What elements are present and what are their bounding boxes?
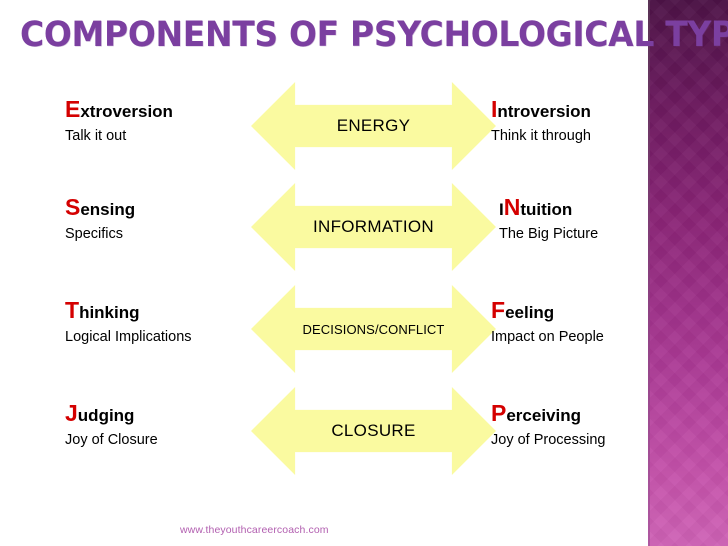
pole-title-rest-intuition: tuition [520, 200, 573, 219]
pole-sensing: Sensing Specifics [65, 196, 245, 244]
pole-extroversion: Extroversion Talk it out [65, 98, 245, 146]
pole-cap-letter-s: S [65, 194, 81, 220]
pole-subtitle-judging: Joy of Closure [65, 432, 158, 448]
pole-title-extroversion: Extroversion [65, 98, 245, 123]
pole-cap-letter-t: T [65, 297, 80, 323]
pole-title-judging: Judging [65, 402, 245, 427]
pole-introversion: Introversion Think it through [491, 98, 671, 146]
footer-website-url[interactable]: www.theyouthcareercoach.com [180, 524, 329, 536]
pole-subtitle-introversion: Think it through [491, 128, 591, 144]
arrow-label-energy: ENERGY [336, 116, 411, 135]
pole-cap-letter-f: F [491, 297, 506, 323]
pole-cap-letter-j: J [65, 400, 78, 426]
accent-band-right [650, 0, 728, 546]
pole-cap-letter-n: N [503, 194, 521, 220]
pole-perceiving: Perceiving Joy of Processing [491, 402, 671, 450]
pole-judging: Judging Joy of Closure [65, 402, 245, 450]
page-title: Components of Psychological Type [20, 15, 728, 55]
pole-subtitle-intuition: The Big Picture [499, 226, 599, 242]
pole-subtitle-sensing: Specifics [65, 226, 124, 242]
pole-title-sensing: Sensing [65, 196, 245, 221]
pole-feeling: Feeling Impact on People [491, 299, 671, 347]
pole-cap-letter-e: E [65, 96, 81, 122]
pole-title-feeling: Feeling [491, 299, 671, 324]
pole-prefix-letter-i: I [499, 200, 504, 219]
pole-subtitle-extroversion: Talk it out [65, 128, 127, 144]
pole-title-rest-thinking: hinking [79, 303, 140, 322]
pole-thinking: Thinking Logical Implications [65, 299, 245, 347]
pole-title-rest-sensing: ensing [80, 200, 136, 219]
pole-subtitle-perceiving: Joy of Processing [491, 432, 606, 448]
pole-subtitle-thinking: Logical Implications [65, 329, 192, 345]
pole-title-rest-introversion: ntroversion [497, 102, 591, 121]
pole-title-rest-extroversion: xtroversion [80, 102, 173, 121]
pole-title-rest-perceiving: erceiving [506, 406, 581, 425]
pole-title-intuition: INtuition [499, 196, 679, 221]
pole-title-rest-feeling: eeling [505, 303, 555, 322]
pole-cap-letter-i: I [491, 96, 498, 122]
pole-title-perceiving: Perceiving [491, 402, 671, 427]
pole-cap-letter-p: P [491, 400, 507, 426]
pole-subtitle-feeling: Impact on People [491, 329, 604, 345]
pole-title-introversion: Introversion [491, 98, 671, 123]
arrow-label-decisions-conflict: DECISIONS/CONFLICT [302, 321, 445, 337]
arrow-label-information: INFORMATION [312, 217, 435, 236]
pole-title-thinking: Thinking [65, 299, 245, 324]
pole-intuition: INtuition The Big Picture [499, 196, 679, 244]
accent-band-edge [648, 0, 651, 546]
arrow-label-closure: CLOSURE [331, 421, 416, 440]
pole-title-rest-judging: udging [77, 406, 135, 425]
